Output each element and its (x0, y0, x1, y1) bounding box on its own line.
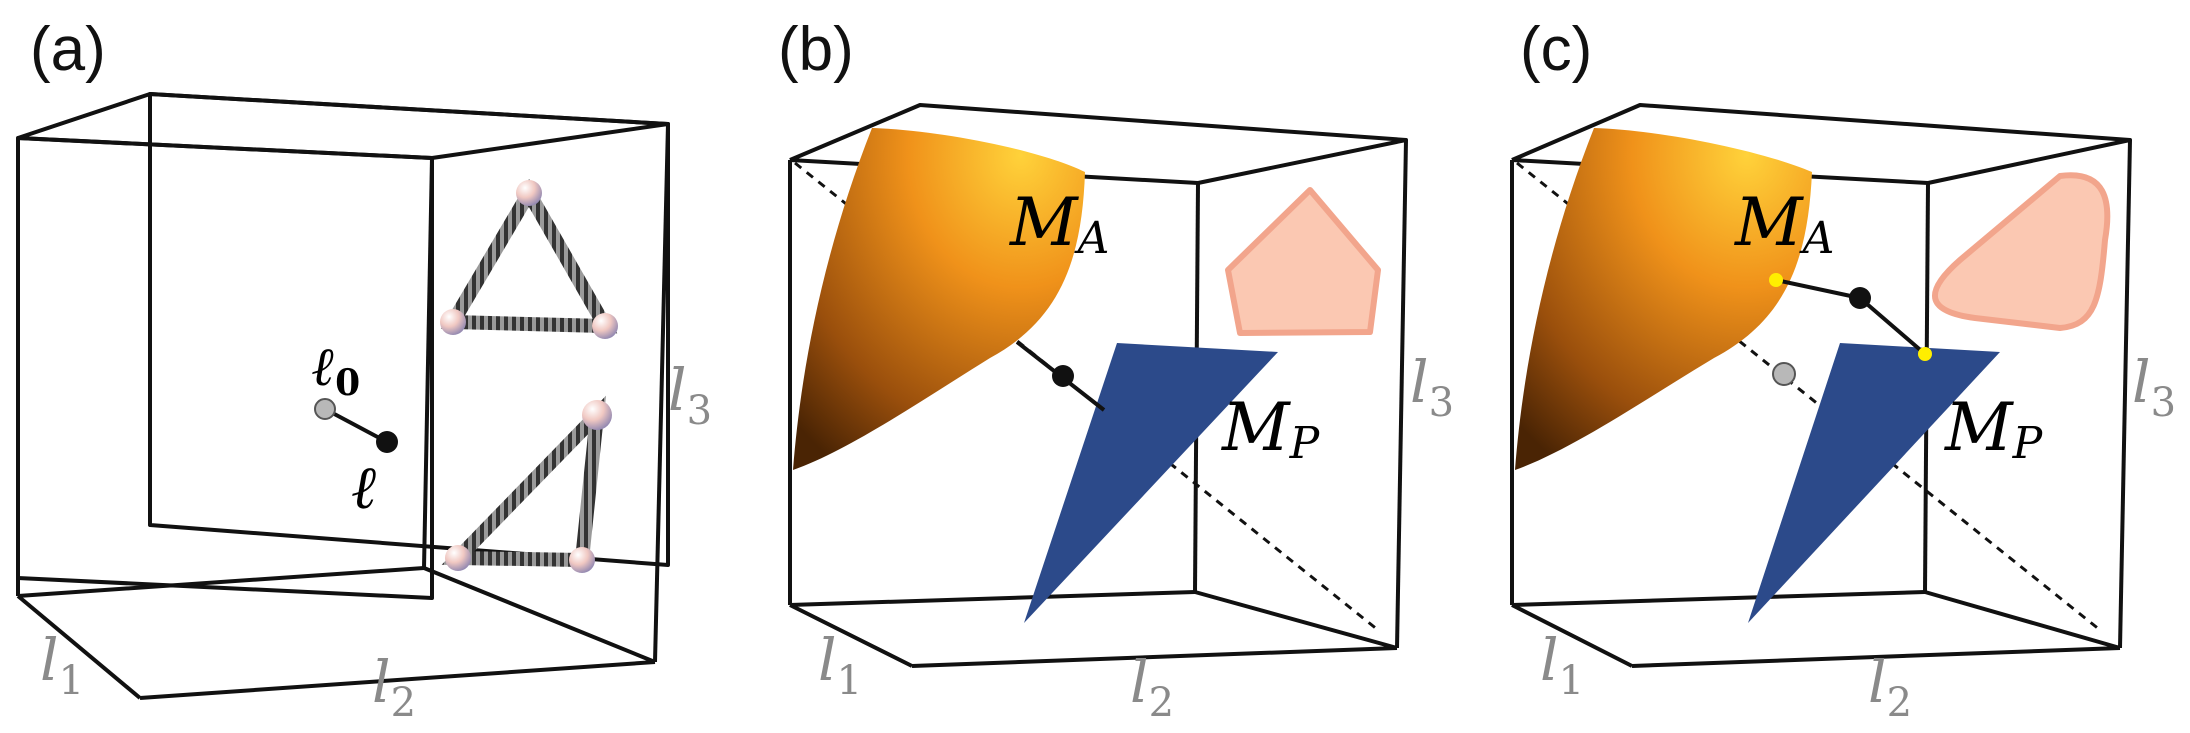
label-ma: MA (1009, 184, 1109, 264)
triangle-molecule-top (440, 179, 618, 339)
manifold-p-surface (1024, 343, 1278, 623)
manifold-a-surface (793, 128, 1085, 470)
atom (440, 309, 466, 335)
axis-l3: l3 (1410, 348, 1454, 426)
panel-a: (a) (16, 15, 712, 726)
label-l: ℓ (352, 453, 378, 523)
point-l (1052, 365, 1074, 387)
axis-l2: l2 (1130, 648, 1174, 726)
axis-l2: l2 (372, 648, 416, 726)
point-l0 (314, 398, 336, 420)
axis-l3: l3 (668, 356, 712, 434)
atom (445, 545, 471, 571)
point-l0 (1772, 362, 1796, 386)
point-l (1849, 287, 1871, 309)
axis-l1: l1 (40, 626, 84, 704)
triangle-region (1932, 172, 2111, 331)
connector (1858, 296, 1927, 356)
axis-l1: l1 (1540, 626, 1584, 704)
manifold-p-surface (1748, 343, 2000, 623)
connector (1775, 278, 1861, 300)
axis-l1: l1 (818, 626, 862, 704)
label-mp: MP (1944, 389, 2044, 469)
panel-c: (c) MA MP l1 l2 l3 (1510, 15, 2176, 726)
panel-b: (b) MA MP l1 l2 l3 (778, 15, 1454, 726)
atom (516, 180, 542, 206)
label-mp: MP (1221, 389, 1321, 469)
triangle-region (1225, 187, 1381, 336)
box-a (16, 92, 670, 700)
point-l (376, 431, 398, 453)
manifold-a-surface (1515, 128, 1812, 470)
atom (592, 313, 618, 339)
connector (324, 407, 388, 444)
panel-b-label: (b) (778, 15, 854, 84)
projection-point-p (1918, 347, 1932, 361)
panel-c-label: (c) (1520, 15, 1592, 84)
label-ma: MA (1734, 184, 1834, 264)
atom (582, 400, 612, 430)
axis-l2: l2 (1868, 648, 1912, 726)
atom (569, 547, 595, 573)
label-l0: ℓ0 (312, 334, 360, 404)
axis-l3: l3 (2132, 348, 2176, 426)
projection-point-a (1769, 273, 1783, 287)
triangle-molecule-bottom (441, 395, 612, 573)
panel-a-label: (a) (30, 15, 106, 84)
